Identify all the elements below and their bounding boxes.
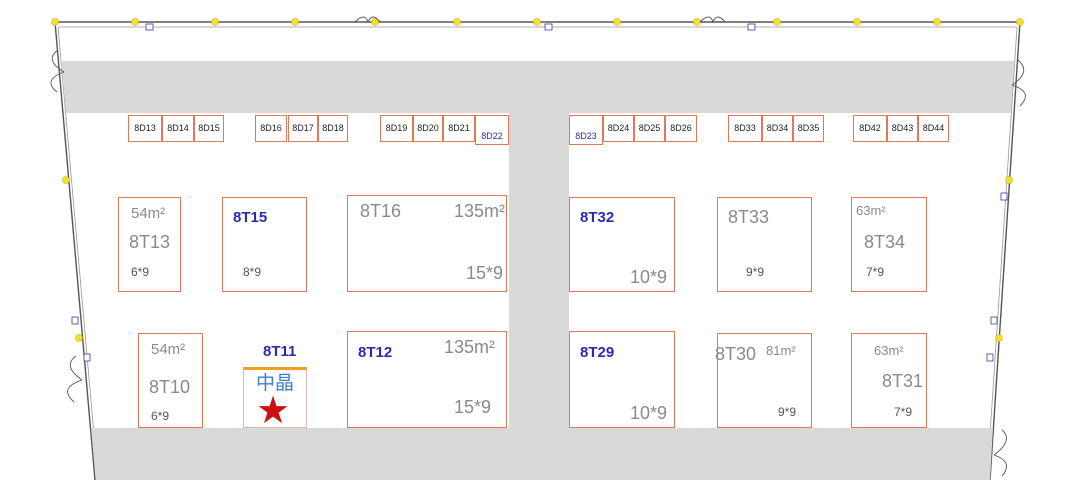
booth-id: 8T31 — [882, 371, 924, 391]
star-icon: ★ — [256, 390, 291, 432]
small-booth-8D24[interactable]: 8D24 — [603, 115, 634, 142]
small-booth-8D33[interactable]: 8D33 — [728, 115, 762, 142]
booth-area: 63m² — [874, 343, 904, 358]
booth-area: 54m² — [151, 341, 186, 358]
door-swing-icon — [50, 16, 1026, 477]
column-dots — [51, 18, 1024, 342]
small-booth-8D22[interactable]: 8D22 — [475, 115, 509, 145]
small-booth-8D18[interactable]: 8D18 — [318, 115, 348, 142]
small-booth-8D15[interactable]: 8D15 — [194, 115, 224, 142]
booth-area: 135m² — [444, 337, 496, 357]
small-booth-8D42[interactable]: 8D42 — [853, 115, 887, 142]
booth-id: 8T30 — [715, 344, 757, 364]
booth-8T29[interactable]: 8T29 10*9 — [569, 331, 675, 428]
wall-markers — [71, 23, 1008, 362]
booth-id: 8T15 — [233, 209, 268, 226]
booth-id: 8T10 — [149, 377, 191, 397]
booth-size: 7*9 — [894, 405, 913, 419]
small-booth-8D20[interactable]: 8D20 — [413, 115, 443, 142]
small-booth-8D43[interactable]: 8D43 — [887, 115, 918, 142]
booth-size: 6*9 — [131, 265, 150, 279]
booth-id: 8T34 — [864, 232, 906, 252]
small-booth-8D25[interactable]: 8D25 — [634, 115, 665, 142]
booth-area: 63m² — [856, 203, 886, 218]
small-booth-8D26[interactable]: 8D26 — [665, 115, 697, 142]
hall-outer-wall-right — [989, 21, 1021, 480]
aisle-top — [61, 61, 1014, 113]
booth-size: 15*9 — [466, 263, 504, 283]
booth-size: 8*9 — [243, 265, 262, 279]
booth-8T32[interactable]: 8T32 10*9 — [569, 197, 675, 292]
booth-size: 15*9 — [454, 397, 492, 417]
booth-id: 8T13 — [129, 232, 171, 252]
small-booth-8D14[interactable]: 8D14 — [162, 115, 194, 142]
booth-8T13[interactable]: 54m² 8T13 6*9 — [118, 197, 181, 292]
booth-size: 7*9 — [866, 265, 885, 279]
booth-size: 10*9 — [630, 403, 668, 423]
booth-size: 10*9 — [630, 267, 668, 287]
booth-8T15[interactable]: 8T15 8*9 — [222, 197, 307, 292]
booth-size: 9*9 — [746, 265, 765, 279]
booth-area: 135m² — [454, 201, 506, 221]
booth-8T34[interactable]: 63m² 8T34 7*9 — [851, 197, 927, 292]
small-booth-8D34[interactable]: 8D34 — [762, 115, 793, 142]
booth-8T10[interactable]: 54m² 8T10 6*9 — [138, 333, 203, 428]
booth-8T16[interactable]: 8T16 135m² 15*9 — [347, 195, 507, 292]
booth-8T33[interactable]: 8T33 9*9 — [717, 197, 812, 292]
aisle-bottom — [91, 428, 993, 480]
booth-8T30[interactable]: 8T30 81m² 9*9 — [715, 333, 812, 428]
small-booth-8D19[interactable]: 8D19 — [380, 115, 413, 142]
small-booth-8D35[interactable]: 8D35 — [793, 115, 824, 142]
booth-area: 54m² — [131, 205, 166, 222]
small-booth-8D23[interactable]: 8D23 — [569, 115, 603, 145]
booth-id: 8T29 — [580, 344, 615, 361]
booth-8T11[interactable]: 中晶 ★ — [243, 367, 307, 432]
booth-8T12[interactable]: 8T12 135m² 15*9 — [347, 331, 507, 428]
exhibitor-name: 中晶 — [256, 373, 295, 394]
aisle-center — [509, 113, 569, 430]
booth-id: 8T32 — [580, 209, 615, 226]
booth-id: 8T33 — [728, 207, 770, 227]
booth-8T31[interactable]: 63m² 8T31 7*9 — [851, 333, 927, 428]
small-booth-8D21[interactable]: 8D21 — [443, 115, 475, 142]
booth-size: 9*9 — [778, 405, 797, 419]
small-booth-8D44[interactable]: 8D44 — [918, 115, 949, 142]
booth-id: 8T12 — [358, 344, 393, 361]
small-booth-8D16[interactable]: 8D16 — [255, 115, 287, 142]
booth-id: 8T16 — [360, 201, 402, 221]
small-booth-8D17[interactable]: 8D17 — [288, 115, 318, 142]
hall-outer-wall-left — [54, 21, 96, 480]
booth-size: 6*9 — [151, 409, 170, 423]
booth-8T11-id: 8T11 — [263, 343, 297, 360]
booth-area: 81m² — [766, 343, 796, 358]
small-booth-8D13[interactable]: 8D13 — [128, 115, 162, 142]
